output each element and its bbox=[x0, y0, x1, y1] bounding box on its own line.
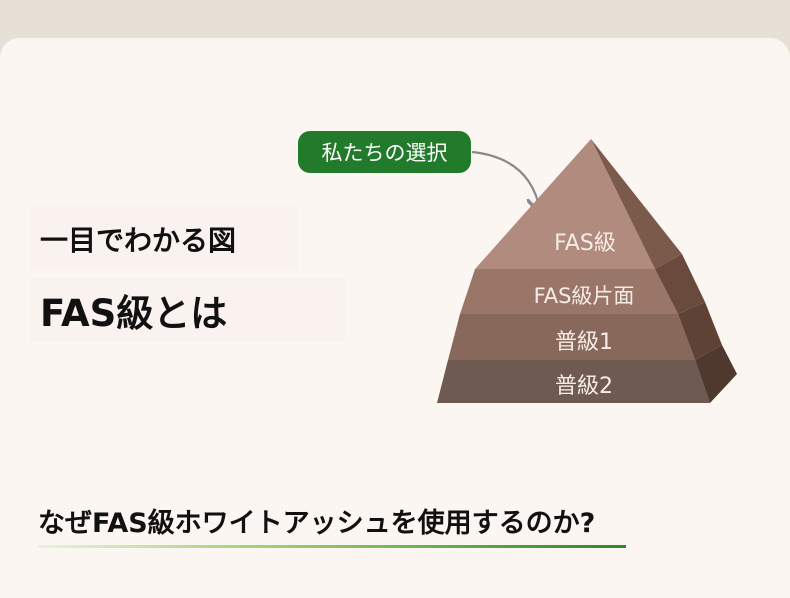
section-question: なぜFAS級ホワイトアッシュを使用するのか? bbox=[38, 508, 596, 539]
page-title: FAS級とは bbox=[30, 278, 345, 342]
tier-label-3: 普級1 bbox=[555, 330, 613, 355]
tier-label-1: FAS級 bbox=[554, 231, 616, 256]
pyramid-tier-2 bbox=[460, 269, 678, 314]
title-text: FAS級とは bbox=[40, 292, 228, 335]
tier-label-4: 普級2 bbox=[555, 374, 613, 399]
pyramid-tier-2-side bbox=[655, 254, 705, 314]
pyramid-diagram: FAS級 FAS級片面 普級1 普級2 bbox=[437, 139, 737, 403]
pyramid-tier-3 bbox=[448, 314, 695, 360]
figure-subtitle: 一目でわかる図 bbox=[30, 207, 298, 271]
pyramid-tier-4-side bbox=[695, 345, 737, 403]
tier-label-2: FAS級片面 bbox=[534, 284, 635, 308]
question-underline bbox=[38, 545, 626, 548]
pyramid-tier-4 bbox=[437, 360, 710, 403]
pyramid-tier-1 bbox=[475, 139, 655, 269]
pyramid-tier-3-side bbox=[678, 302, 722, 360]
subtitle-text: 一目でわかる図 bbox=[40, 224, 237, 257]
callout-arrow bbox=[471, 150, 540, 210]
badge-label: 私たちの選択 bbox=[321, 141, 448, 165]
pyramid-tier-1-side bbox=[591, 139, 682, 269]
our-choice-badge: 私たちの選択 bbox=[298, 131, 471, 173]
